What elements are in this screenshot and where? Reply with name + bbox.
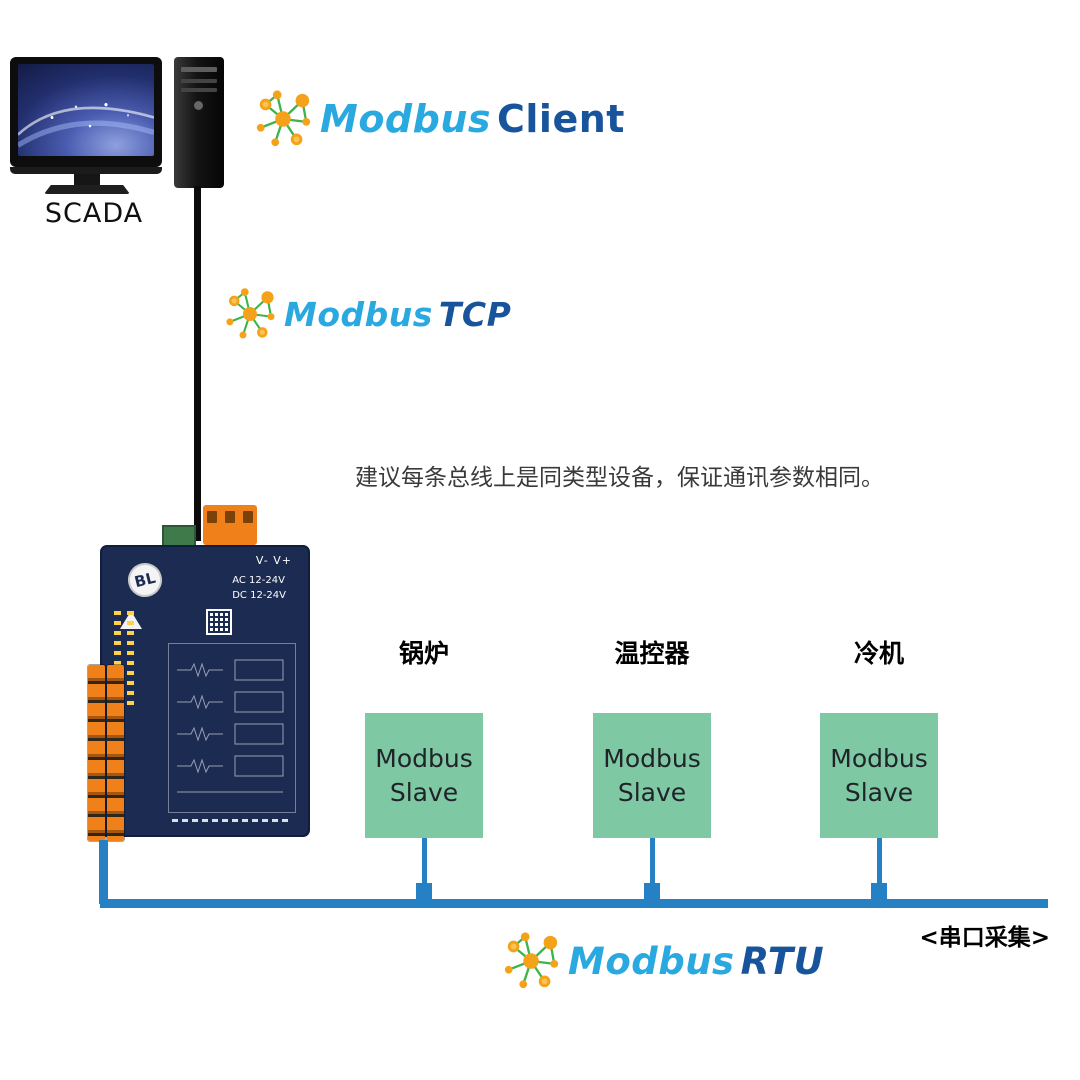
rtu-bus-line	[100, 899, 1048, 908]
modbus-brand-text: Modbus	[568, 939, 735, 983]
slave-box-line1: Modbus	[603, 743, 701, 773]
modbus-brand-text: Modbus	[320, 97, 491, 141]
device-terminal-label: V- V+	[255, 554, 292, 567]
device-led-column	[127, 611, 134, 709]
circuit-diagram-art	[177, 659, 284, 793]
ethernet-cable	[194, 186, 201, 541]
device-power-connector	[203, 505, 257, 545]
scada-monitor	[10, 57, 162, 167]
connector-pin	[225, 511, 235, 523]
modbus-molecule-icon	[504, 932, 559, 989]
slave-bus-connector	[644, 883, 660, 903]
device-brand-badge: BL	[124, 559, 166, 601]
tower-drive-slot	[181, 79, 217, 83]
scada-monitor-base	[44, 185, 130, 194]
modbus-gateway-device: BL V- V+ AC 12-24V DC 12-24V	[88, 505, 313, 845]
slave-box-chiller: Modbus Slave	[820, 713, 938, 838]
modbus-suffix-text: TCP	[438, 294, 512, 334]
slave-title-thermostat: 温控器	[614, 639, 690, 668]
scada-monitor-screen	[18, 64, 154, 156]
slave-title-chiller: 冷机	[853, 639, 904, 668]
scada-monitor-stand	[74, 174, 100, 185]
device-power-label: AC 12-24V DC 12-24V	[232, 573, 286, 603]
serial-collection-label: <串口采集>	[919, 925, 1050, 951]
tower-drive-slot	[181, 88, 217, 92]
modbus-suffix-text: Client	[497, 97, 625, 141]
scada-monitor-chin	[10, 167, 162, 174]
slave-bus-connector	[416, 883, 432, 903]
device-power-line2: DC 12-24V	[232, 590, 286, 601]
slave-box-line2: Slave	[617, 777, 687, 807]
modbus-molecule-icon	[226, 288, 275, 339]
modbus-rtu-logo: Modbus RTU	[500, 930, 824, 992]
slave-drop-line	[422, 838, 427, 900]
slave-box-line2: Slave	[844, 777, 914, 807]
tower-power-button	[194, 101, 203, 110]
device-bus-drop-line	[99, 840, 108, 904]
device-label-panel	[168, 643, 296, 813]
slave-box-line1: Modbus	[375, 743, 473, 773]
device-led-column	[114, 611, 121, 709]
note-text: 建议每条总线上是同类型设备，保证通讯参数相同。	[355, 465, 884, 491]
device-power-line1: AC 12-24V	[232, 575, 285, 586]
modbus-suffix-text: RTU	[740, 939, 825, 983]
modbus-tcp-logo: Modbus TCP	[222, 286, 511, 342]
modbus-brand-text: Modbus	[284, 294, 433, 334]
device-terminal-column	[107, 665, 124, 841]
device-body: BL V- V+ AC 12-24V DC 12-24V	[100, 545, 310, 837]
slave-box-line1: Modbus	[830, 743, 928, 773]
device-footer-text	[172, 819, 290, 822]
modbus-molecule-icon	[256, 90, 311, 147]
scada-tower-pc	[174, 57, 224, 188]
screen-swirl-graphic	[18, 102, 154, 148]
slave-bus-connector	[871, 883, 887, 903]
connector-pin	[243, 511, 253, 523]
slave-box-line2: Slave	[389, 777, 459, 807]
device-terminal-column	[88, 665, 105, 841]
slave-drop-line	[650, 838, 655, 900]
slave-drop-line	[877, 838, 882, 900]
connector-pin	[207, 511, 217, 523]
slave-title-boiler: 锅炉	[398, 639, 449, 668]
modbus-client-logo: Modbus Client	[252, 88, 625, 150]
slave-box-boiler: Modbus Slave	[365, 713, 483, 838]
slave-box-thermostat: Modbus Slave	[593, 713, 711, 838]
tower-drive-slot	[181, 67, 217, 72]
device-ethernet-port	[162, 525, 196, 547]
scada-label: SCADA	[44, 198, 144, 229]
device-qr-code	[206, 609, 232, 635]
